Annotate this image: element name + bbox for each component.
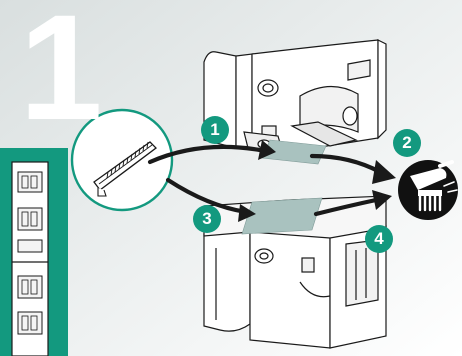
appliance-upper-unit [204,40,386,150]
step-badge-2: 2 [393,129,421,157]
brush-cleaning-icon [398,160,458,220]
filter-pad-lower [242,198,322,234]
cabinet-illustration [0,148,68,356]
step-number: 1 [0,0,118,122]
step-badge-4: 4 [365,225,393,253]
step-badge-1: 1 [201,116,229,144]
step-badge-3: 3 [193,205,221,233]
